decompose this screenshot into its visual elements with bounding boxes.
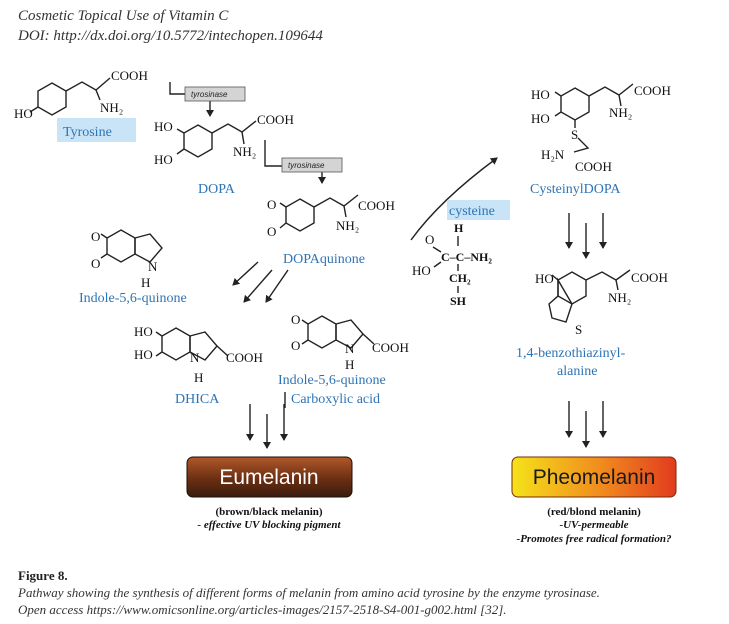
- tyrosinase-label-1: tyrosinase: [191, 90, 228, 99]
- indole-carboxylic-h: H: [345, 357, 354, 372]
- arrow-to-dhica: [243, 269, 273, 303]
- cysteinyldopa-ho-2: HO: [531, 111, 550, 126]
- dhica-n: N: [190, 350, 200, 365]
- cysteine-highlight: [447, 200, 510, 220]
- cysteine-structure: H O C–C–NH₂ HO CH₂ SH: [412, 221, 492, 308]
- arrow-to-indole-quinone: [232, 261, 259, 286]
- indole-carboxylic-cooh: COOH: [372, 340, 409, 355]
- eumelanin-label: Eumelanin: [219, 466, 318, 489]
- benzothiazinyl-structure: HO COOH NH₂ S: [535, 269, 668, 337]
- cysteinyldopa-label: CysteinylDOPA: [530, 182, 621, 197]
- cysteine-ch2: CH₂: [449, 271, 471, 285]
- dopa-cooh: COOH: [257, 112, 294, 127]
- indole-carboxylic-o-1: O: [291, 312, 300, 327]
- indole-quinone-n: N: [148, 259, 158, 274]
- benzothiazinyl-s: S: [575, 322, 582, 337]
- benzothiazinyl-cooh: COOH: [631, 270, 668, 285]
- indole-carboxylic-o-2: O: [291, 338, 300, 353]
- arrow-to-indole-carboxylic: [265, 269, 289, 303]
- cysteine-sh: SH: [450, 294, 467, 308]
- dopaquinone-label: DOPAquinone: [283, 252, 365, 267]
- tyrosine-highlight: [57, 118, 136, 142]
- benzothiazinyl-ho: HO: [535, 271, 554, 286]
- indole-carboxylic-label-2: Carboxylic acid: [291, 392, 380, 407]
- pheomelanin-note-3: -Promotes free radical formation?: [517, 533, 672, 545]
- pheomelanin-note-2: -UV-permeable: [559, 519, 628, 531]
- arrow-to-cysteinyldopa: [410, 157, 498, 241]
- dopa-ho-1: HO: [154, 119, 173, 134]
- indole-quinone-label: Indole-5,6-quinone: [79, 291, 187, 306]
- tyrosinase-box-2: [281, 157, 343, 173]
- eumelanin-note-1: (brown/black melanin): [215, 506, 322, 518]
- indole-quinone-structure: O O N H: [91, 229, 163, 290]
- tyrosine-ho: HO: [14, 106, 33, 121]
- dhica-h: H: [194, 370, 203, 385]
- dhica-ho-1: HO: [134, 324, 153, 339]
- benzothiazinyl-nh2: NH₂: [608, 290, 631, 305]
- dhica-cooh: COOH: [226, 350, 263, 365]
- cysteinyldopa-cooh-2: COOH: [575, 159, 612, 174]
- pheomelanin-box: [511, 456, 677, 498]
- tyrosine-structure: COOH NH₂ HO: [14, 68, 148, 121]
- pheomelanin-label: Pheomelanin: [533, 466, 656, 489]
- cysteine-ho: HO: [412, 263, 431, 278]
- caption-title: Figure 8.: [18, 568, 68, 583]
- caption-line-2: Open access https://www.omicsonline.org/…: [18, 602, 507, 617]
- cysteinyldopa-h2n: H₂N: [541, 147, 565, 162]
- dopaquinone-nh2: NH₂: [336, 218, 359, 233]
- dopaquinone-o-1: O: [267, 197, 276, 212]
- cysteine-label: cysteine: [449, 204, 495, 219]
- tyrosine-cooh: COOH: [111, 68, 148, 83]
- cysteine-h: H: [454, 221, 464, 235]
- dopaquinone-cooh: COOH: [358, 198, 395, 213]
- melanin-pathway-diagram: COOH NH₂ HO Tyrosine tyrosinase COOH NH₂…: [14, 68, 677, 545]
- tyrosine-label: Tyrosine: [63, 125, 112, 140]
- indole-carboxylic-structure: O O N COOH H: [291, 312, 409, 372]
- dhica-label: DHICA: [175, 392, 220, 407]
- indole-quinone-o-1: O: [91, 229, 100, 244]
- dopaquinone-structure: COOH NH₂ O O: [267, 194, 395, 239]
- caption-line-1: Pathway showing the synthesis of differe…: [18, 585, 600, 600]
- cysteinyldopa-ho-1: HO: [531, 87, 550, 102]
- dopa-nh2: NH₂: [233, 144, 256, 159]
- tyrosinase-label-2: tyrosinase: [288, 161, 325, 170]
- indole-carboxylic-label-1: Indole-5,6-quinone: [278, 373, 386, 388]
- dopaquinone-o-2: O: [267, 224, 276, 239]
- tyrosinase-box-1: [184, 86, 246, 102]
- dopa-label: DOPA: [198, 182, 236, 197]
- dhica-ho-2: HO: [134, 347, 153, 362]
- header-title: Cosmetic Topical Use of Vitamin C: [18, 8, 229, 24]
- indole-quinone-h: H: [141, 275, 150, 290]
- cysteine-o: O: [425, 232, 434, 247]
- benzothiazinyl-label-2: alanine: [557, 364, 597, 379]
- header-doi: DOI: http://dx.doi.org/10.5772/intechope…: [18, 28, 323, 44]
- cysteinyldopa-cooh: COOH: [634, 83, 671, 98]
- cysteinyldopa-structure: COOH NH₂ HO HO S H₂N COOH: [531, 83, 671, 174]
- pheomelanin-note-1: (red/blond melanin): [547, 506, 641, 518]
- cysteinyldopa-nh2: NH₂: [609, 105, 632, 120]
- tyrosine-nh2: NH₂: [100, 100, 123, 115]
- indole-quinone-o-2: O: [91, 256, 100, 271]
- eumelanin-box: [186, 456, 353, 498]
- dopa-structure: COOH NH₂ HO HO: [154, 112, 294, 167]
- eumelanin-note-2: - effective UV blocking pigment: [197, 519, 341, 531]
- benzothiazinyl-label-1: 1,4-benzothiazinyl-: [516, 346, 626, 361]
- dopa-ho-2: HO: [154, 152, 173, 167]
- cysteinyldopa-s: S: [571, 127, 578, 142]
- dhica-structure: HO HO N COOH H: [134, 324, 263, 385]
- indole-carboxylic-n: N: [345, 341, 355, 356]
- cysteine-c-chain: C–C–NH₂: [441, 250, 492, 264]
